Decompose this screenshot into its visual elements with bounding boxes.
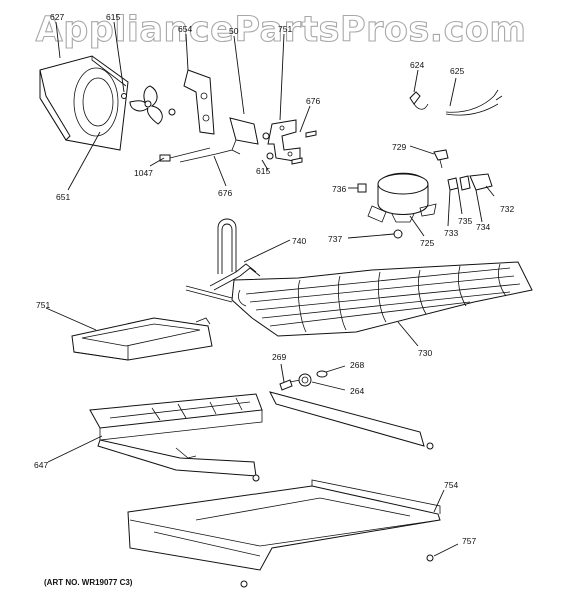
label-676-lower: 676 xyxy=(218,188,232,198)
label-625: 625 xyxy=(450,66,464,76)
label-615: 615 xyxy=(106,12,120,22)
label-740: 740 xyxy=(292,236,306,246)
base-pan-part xyxy=(127,479,441,588)
label-732: 732 xyxy=(500,204,514,214)
label-615-lower: 615 xyxy=(256,166,270,176)
label-757: 757 xyxy=(462,536,476,546)
label-627: 627 xyxy=(50,12,64,22)
power-cord-part xyxy=(409,89,503,116)
leader-lines xyxy=(45,21,495,557)
condenser-coil-part xyxy=(185,218,533,337)
label-734: 734 xyxy=(476,222,490,232)
label-729: 729 xyxy=(392,142,406,152)
label-676: 676 xyxy=(306,96,320,106)
label-654: 654 xyxy=(178,24,192,34)
label-268: 268 xyxy=(350,360,364,370)
label-651: 651 xyxy=(56,192,70,202)
compressor-part xyxy=(357,149,493,239)
label-730: 730 xyxy=(418,348,432,358)
label-733: 733 xyxy=(444,228,458,238)
label-647: 647 xyxy=(34,460,48,470)
label-751-pan: 751 xyxy=(36,300,50,310)
art-number-caption: (ART NO. WR19077 C3) xyxy=(44,578,133,587)
label-754: 754 xyxy=(444,480,458,490)
label-751: 751 xyxy=(278,24,292,34)
fan-motor-part xyxy=(159,69,259,163)
label-735: 735 xyxy=(458,216,472,226)
label-269: 269 xyxy=(272,352,286,362)
fan-blade-part xyxy=(121,85,163,125)
grommet-parts xyxy=(279,370,328,391)
frame-rail-part xyxy=(89,391,434,482)
drain-pan-part xyxy=(71,317,213,361)
label-50: 50 xyxy=(229,26,239,36)
label-736: 736 xyxy=(332,184,346,194)
part-labels: 627 615 654 50 751 676 615 676 1047 651 … xyxy=(34,12,514,546)
label-1047: 1047 xyxy=(134,168,153,178)
label-737: 737 xyxy=(328,234,342,244)
motor-bracket-part xyxy=(262,119,317,165)
label-624: 624 xyxy=(410,60,424,70)
label-725: 725 xyxy=(420,238,434,248)
label-264: 264 xyxy=(350,386,364,396)
fan-shroud-part xyxy=(39,55,129,151)
